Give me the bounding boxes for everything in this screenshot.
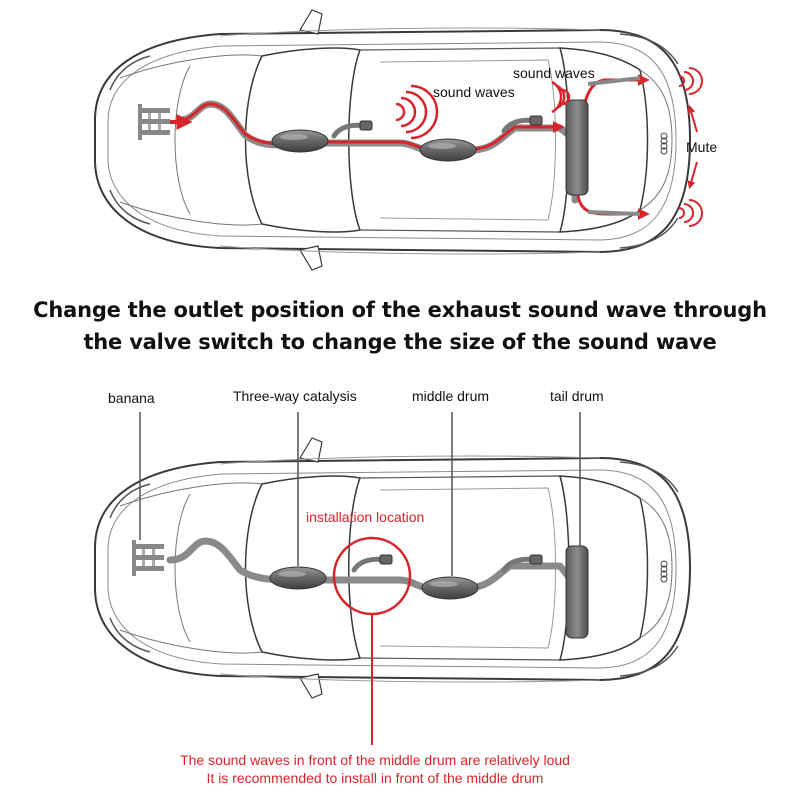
middle-drum-muffler-top — [419, 138, 477, 162]
tail-drum-label: tail drum — [550, 388, 604, 404]
sound-wave-icon-rear — [551, 80, 571, 114]
middle-drum-muffler — [421, 576, 479, 600]
three-way-catalysis-muffler — [269, 566, 327, 590]
installation-location-label: installation location — [306, 509, 424, 525]
car-outline-bottom — [94, 437, 691, 699]
engine-icon — [138, 104, 170, 140]
three-way-catalysis-label: Three-way catalysis — [233, 388, 357, 404]
banana-label: banana — [108, 390, 155, 406]
headline-line-1: Change the outlet position of the exhaus… — [33, 298, 767, 322]
sound-wave-icon-outlet-bottom — [678, 199, 703, 227]
sound-wave-icon-front — [395, 84, 439, 140]
sound-waves-label-right: sound waves — [513, 65, 595, 81]
middle-drum-label: middle drum — [412, 388, 489, 404]
engine-icon-bottom — [132, 540, 164, 576]
recommendation-note-line-2: It is recommended to install in front of… — [206, 770, 544, 786]
sound-wave-icon-outlet-top — [678, 67, 703, 95]
tail-drum-top — [565, 99, 589, 196]
headline-line-2: the valve switch to change the size of t… — [83, 330, 717, 354]
top-car-diagram: sound waves sound waves Mute — [94, 9, 717, 271]
mute-arrow-down-icon — [687, 161, 698, 190]
bottom-car-diagram: banana Three-way catalysis middle drum t… — [94, 388, 691, 745]
mute-label: Mute — [686, 139, 717, 155]
mute-arrow-up-icon — [687, 104, 698, 133]
sound-waves-label-left: sound waves — [433, 84, 515, 100]
recommendation-note-line-1: The sound waves in front of the middle d… — [180, 752, 570, 768]
tail-drum — [565, 545, 589, 639]
three-way-catalysis-muffler-top — [271, 129, 329, 153]
